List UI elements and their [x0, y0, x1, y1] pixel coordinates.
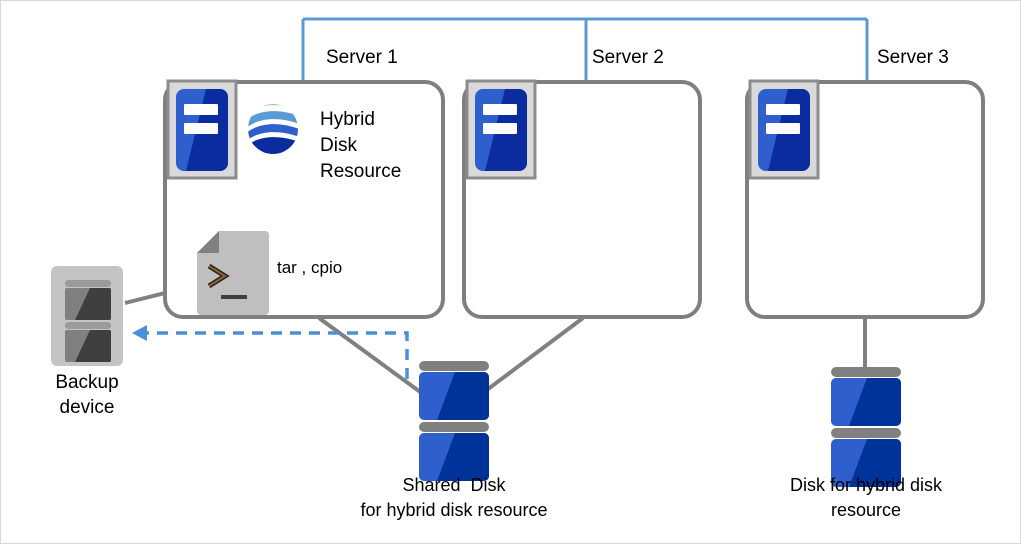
hybrid-disk-resource-label-line3: Resource [320, 161, 402, 182]
script-command-label: tar , cpio [277, 258, 343, 277]
hybrid-disk-icon [831, 367, 901, 487]
hybrid-disk-resource-label-line2: Disk [320, 135, 357, 156]
server-title-2: Server 2 [592, 47, 664, 68]
shared-disk-icon [419, 361, 489, 481]
server-icon [748, 79, 820, 180]
server3-disk-caption-line2: resource [830, 500, 902, 520]
server3-disk-caption-line1: Disk for hybrid disk [789, 475, 943, 495]
backup-device-label-line2: device [59, 397, 115, 418]
backup-device-label-line1: Backup [55, 372, 119, 393]
server-title-3: Server 3 [877, 47, 949, 68]
script-terminal-icon [197, 231, 269, 315]
shared-disk-caption-line1: Shared Disk [402, 475, 506, 495]
hybrid-disk-resource-globe-icon [248, 104, 298, 154]
backup-flow-arrow [132, 325, 409, 379]
server-icon [166, 79, 238, 180]
server-icon [465, 79, 537, 180]
shared-disk-caption-line2: for hybrid disk resource [360, 500, 548, 520]
hybrid-disk-resource-label-line1: Hybrid [320, 109, 375, 130]
server-title-1: Server 1 [326, 47, 398, 68]
network-bus [301, 17, 869, 81]
backup-device-icon [51, 266, 123, 366]
